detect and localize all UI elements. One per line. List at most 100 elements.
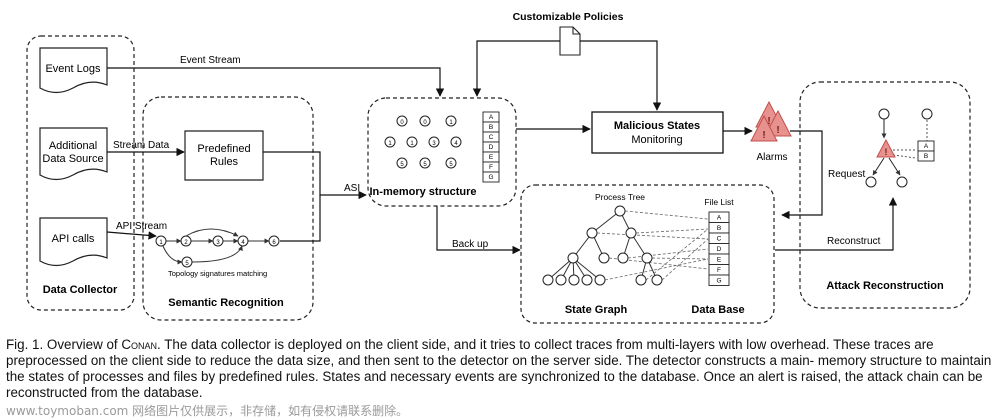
- in-memory-structure-title: In-memory structure: [370, 186, 477, 198]
- topology-node-label: 1: [159, 240, 163, 246]
- memory-table-cell: [482, 171, 500, 183]
- alarm-request-arrow: [781, 130, 823, 220]
- attack-file-table: AB: [917, 140, 935, 162]
- topology-node-label: 2: [184, 240, 188, 246]
- memory-node: [419, 157, 431, 169]
- api-calls-document: API calls: [39, 217, 108, 267]
- memory-node-label: 1: [410, 141, 414, 147]
- memory-node: [445, 115, 457, 127]
- malicious-states-box: [591, 111, 724, 154]
- topology-node-4: [237, 235, 249, 247]
- asi-label: ASI: [344, 183, 360, 194]
- malicious-states-title: Malicious States: [614, 120, 700, 132]
- topology-node-label: 6: [272, 240, 276, 246]
- semantic-recognition-title: Semantic Recognition: [168, 297, 284, 309]
- process-tree-label: Process Tree: [595, 192, 645, 202]
- process-node: [625, 227, 637, 239]
- process-node: [594, 274, 606, 286]
- file-list-cell-label: G: [716, 278, 721, 285]
- attack-node: [921, 108, 933, 120]
- alarm-warning-icon: ! ! !: [750, 100, 792, 142]
- process-node: [567, 252, 579, 264]
- policies-to-memory-arrow: [472, 40, 560, 97]
- memory-table-cell-label: F: [489, 164, 493, 171]
- memory-node-label: 1: [449, 120, 453, 126]
- svg-text:!: !: [767, 116, 770, 127]
- process-node: [568, 274, 580, 286]
- process-node: [581, 274, 593, 286]
- file-list-cell-label: D: [717, 246, 722, 253]
- topology-caption: Topology signatures matching: [168, 269, 267, 278]
- memory-node-label: 1: [388, 141, 392, 147]
- attack-reconstruction-title: Attack Reconstruction: [826, 280, 944, 292]
- event-stream-label: Event Stream: [180, 55, 241, 66]
- malicious-states-subtitle: Monitoring: [631, 134, 682, 146]
- backup-arrow: [436, 206, 521, 255]
- process-node: [651, 274, 663, 286]
- caption-system-name: Conan: [121, 337, 158, 352]
- state-graph-group: [520, 184, 775, 324]
- memory-node-label: 5: [423, 162, 427, 168]
- memory-node: [445, 157, 457, 169]
- memory-node-label: 5: [400, 162, 404, 168]
- reconstruct-arrow: [775, 197, 898, 251]
- topology-node-1: [155, 235, 167, 247]
- memory-node-label: 0: [400, 120, 404, 126]
- caption-line1: . The data collector is deployed on the …: [157, 337, 871, 352]
- memory-node: [396, 115, 408, 127]
- event-stream-arrow: [107, 67, 445, 97]
- svg-text:!: !: [885, 147, 888, 157]
- stream-data-label: Stream Data: [113, 140, 170, 151]
- back-up-label: Back up: [452, 239, 489, 250]
- process-node: [635, 274, 647, 286]
- memory-node: [450, 136, 462, 148]
- caption-line3: memory structure to maintain the states …: [6, 353, 992, 384]
- process-node: [617, 252, 629, 264]
- topology-node-label: 3: [216, 240, 220, 246]
- api-stream-arrow: [106, 231, 157, 240]
- additional-data-source-document: Additional Data Source: [39, 127, 108, 181]
- topology-graph: 1 2 3 4 6 5: [155, 228, 280, 268]
- topology-node-2: [180, 235, 192, 247]
- memory-node: [428, 136, 440, 148]
- memory-table-cell-label: E: [489, 154, 494, 161]
- event-logs-label: Event Logs: [45, 63, 101, 75]
- watermark: www.toymoban.com 网络图片仅供展示，非存储，如有侵权请联系删除。: [6, 404, 409, 418]
- memory-node: [396, 157, 408, 169]
- api-stream-label: API Stream: [116, 221, 167, 232]
- memory-node-label: 5: [449, 162, 453, 168]
- memory-table-cell-label: C: [489, 134, 494, 141]
- memory-node-label: 3: [432, 141, 436, 147]
- conan-overview-diagram: Event Logs Additional Data Source API ca…: [26, 11, 971, 324]
- attack-node: [865, 176, 877, 188]
- memory-node-label: 0: [423, 120, 427, 126]
- caption-line4: Once an alert is raised, the attack chai…: [6, 369, 983, 400]
- semantic-recognition-group: [142, 96, 314, 321]
- process-node: [598, 252, 610, 264]
- memory-node: [406, 136, 418, 148]
- file-list-cell: [708, 274, 730, 286]
- attack-node: [878, 108, 890, 120]
- data-base-title: Data Base: [691, 304, 744, 316]
- svg-text:!: !: [776, 125, 779, 136]
- file-list-cell-label: B: [717, 225, 721, 232]
- event-logs-document: Event Logs: [39, 47, 108, 94]
- memory-node: [419, 115, 431, 127]
- caption-fig-prefix: Fig. 1. Overview of: [6, 337, 118, 352]
- attack-reconstruction-group: [799, 81, 971, 309]
- topology-node-5: [181, 256, 193, 268]
- data-collector-title: Data Collector: [43, 284, 118, 296]
- additional-label-line2: Data Source: [42, 153, 103, 165]
- file-list-cell-label: C: [717, 236, 722, 243]
- topology-to-memory-line: [280, 195, 321, 242]
- api-calls-label: API calls: [52, 233, 95, 245]
- topology-node-label: 4: [241, 240, 245, 246]
- process-node: [614, 205, 626, 217]
- attack-table-cell-label: B: [924, 153, 928, 160]
- attack-node: [896, 176, 908, 188]
- additional-label-line1: Additional: [49, 140, 97, 152]
- request-label: Request: [828, 169, 865, 180]
- policy-document-icon: [559, 26, 581, 56]
- svg-text:!: !: [762, 130, 765, 141]
